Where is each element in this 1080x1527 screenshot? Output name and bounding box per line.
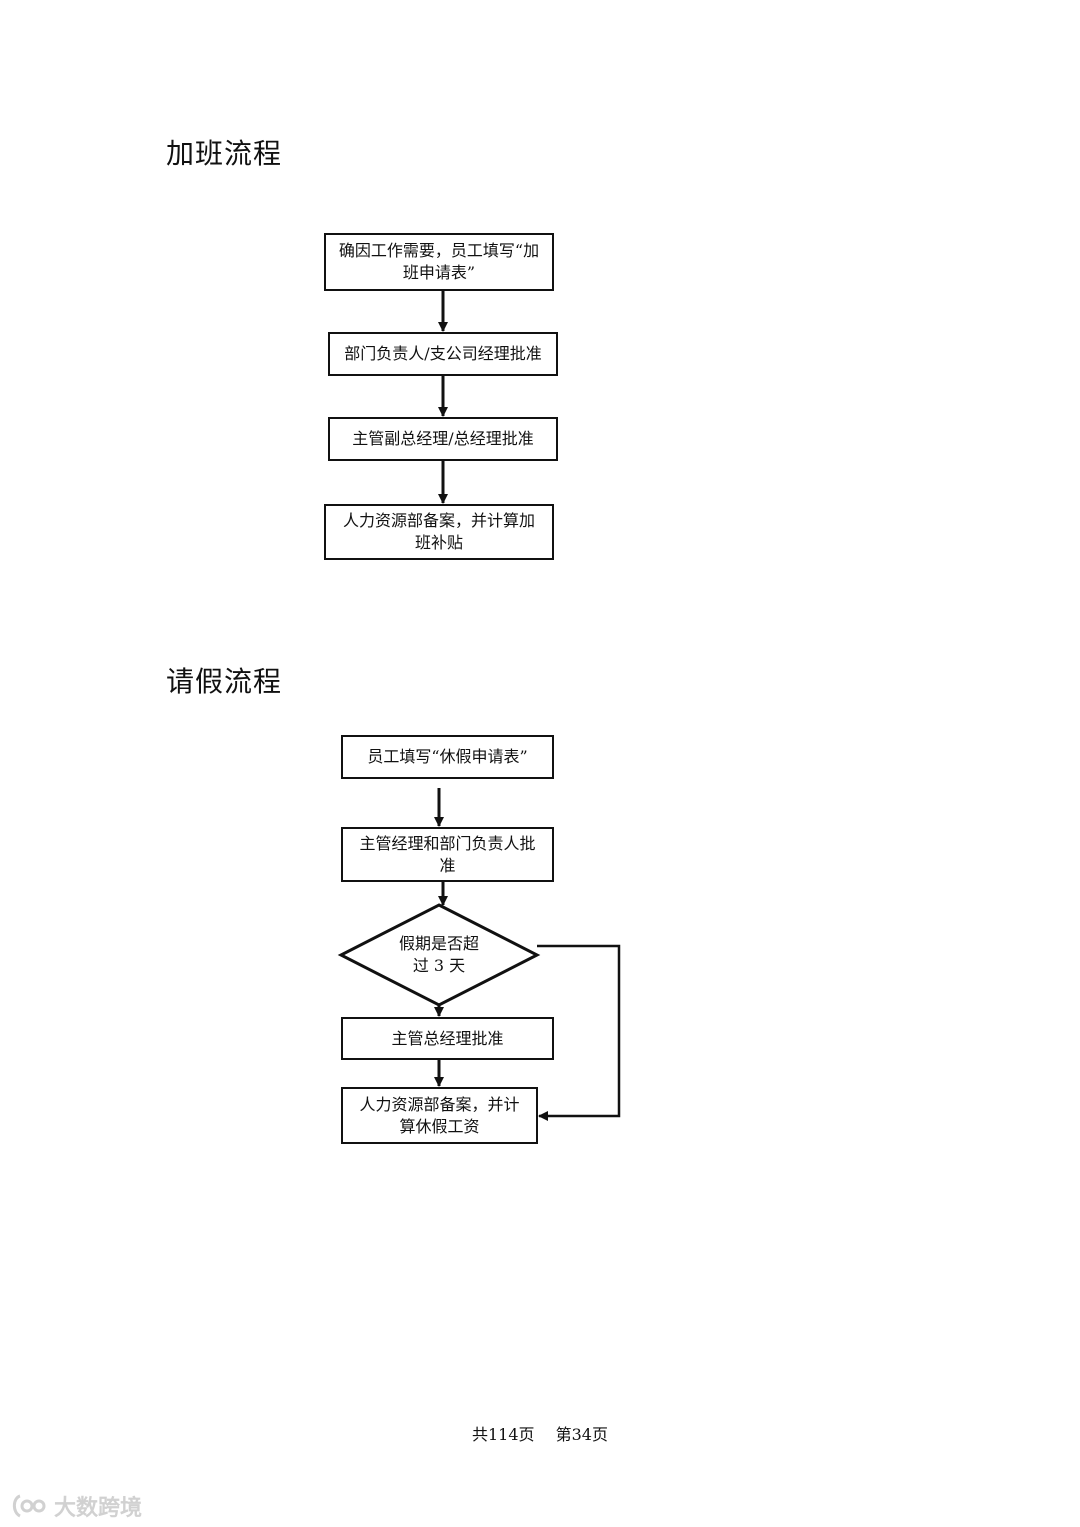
lv-step-apply: 员工填写“休假申请表”: [341, 735, 554, 779]
watermark-text: 大数跨境: [54, 1496, 143, 1521]
lv-step-hr-record: 人力资源部备案，并计算休假工资: [341, 1087, 538, 1144]
current-page: 第34页: [555, 1425, 608, 1444]
ot-step-dept-approve: 部门负责人/支公司经理批准: [328, 332, 558, 376]
ot-step-hr-record: 人力资源部备案，并计算加班补贴: [324, 504, 554, 560]
lv-step-mgr-approve: 主管经理和部门负责人批准: [341, 827, 554, 882]
bypass-connector: [537, 944, 621, 1121]
leave-process-title: 请假流程: [166, 665, 283, 698]
page-footer: 共114页 第34页: [0, 1421, 1080, 1445]
decision-label: 假期是否超过 3 天: [398, 934, 479, 975]
ot-step-vp-approve: 主管副总经理/总经理批准: [328, 417, 558, 461]
lv-step-gm-approve: 主管总经理批准: [341, 1017, 554, 1060]
total-pages: 共114页: [471, 1425, 535, 1444]
watermark-logo-icon: [12, 1494, 46, 1518]
watermark: 大数跨境: [10, 1490, 142, 1522]
ot-step-apply: 确因工作需要，员工填写“加班申请表”: [324, 233, 554, 291]
overtime-process-title: 加班流程: [166, 137, 283, 170]
